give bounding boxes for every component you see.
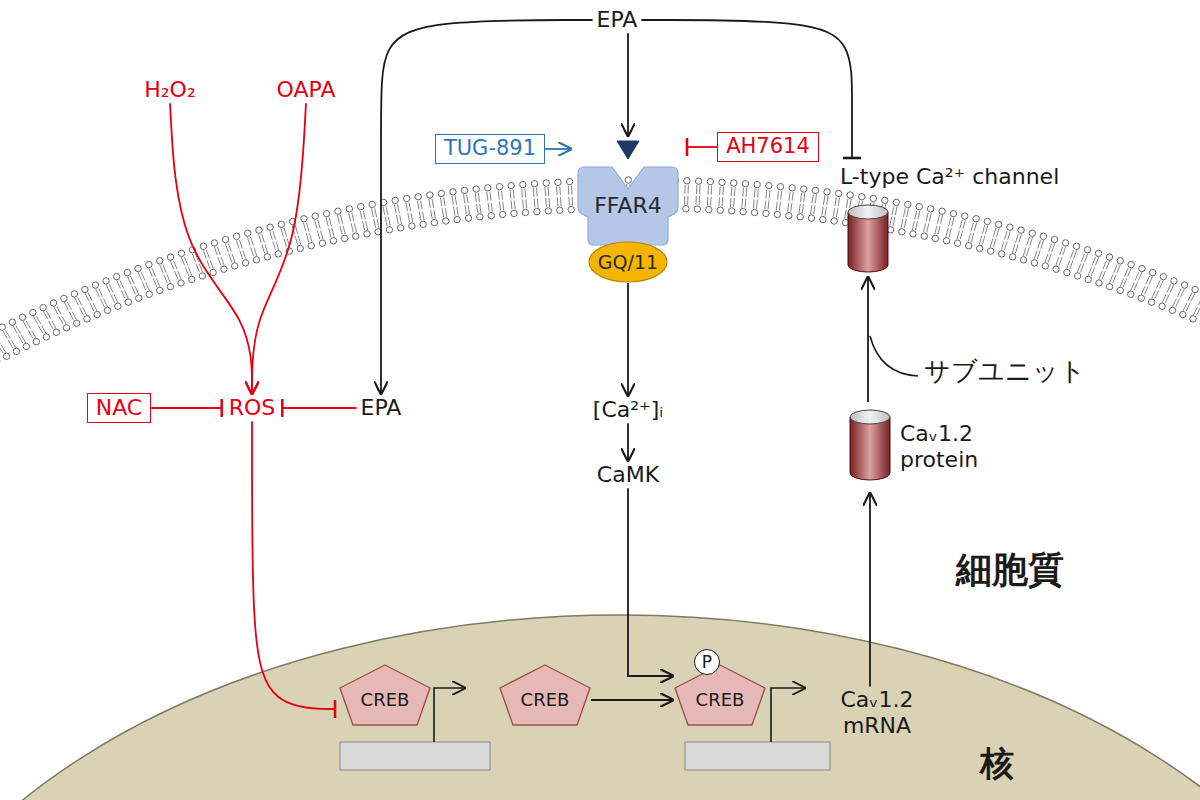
activation-arrow [867,276,869,402]
gene-bar [340,742,490,770]
node-text: TUG-891 [444,136,536,161]
node-text: AH7614 [726,134,810,159]
node-text: H₂O₂ [144,77,196,103]
receptor-shape: FFAR4 [572,137,684,245]
inhibition-line [151,407,221,409]
activation-arrow [627,283,629,397]
node-text: L-type Ca²⁺ channel [840,164,1059,190]
activation-arrow [627,423,629,462]
channel-cylinder [848,205,888,272]
inhibition-line [282,407,356,409]
ligand-label: EPA [593,7,642,33]
phospho-mark: P [694,649,720,675]
protein-cylinder [850,410,890,480]
antagonist-box: AH7614 [717,132,819,161]
creb-pentagon: CREB [674,664,766,726]
region-label: 細胞質 [956,548,1064,591]
agonist-box: TUG-891 [435,134,545,163]
ros-label: ROS [225,395,280,421]
creb-pentagon: CREB [499,664,591,726]
stimulus-label: OAPA [273,77,340,103]
node-text: ROS [229,395,276,421]
mrna-label: Caᵥ1.2 mRNA [834,687,920,740]
channel-label: L-type Ca²⁺ channel [838,158,1100,276]
node-text: FFAR4 [594,193,662,219]
node-text: GQ/11 [598,251,658,274]
inhibition-line [252,421,335,709]
nucleus-outline [0,615,1200,800]
creb-pentagon: CREB [339,664,431,726]
node-text: EPA [597,7,638,33]
nucleus-region: 核 CREB CREB CREB Caᵥ1.2 mRNA [0,615,1200,800]
subunit-label: サブユニット [924,356,1086,387]
inhibitor-box: NAC [87,393,151,423]
activation-arrow [545,148,572,150]
receptor-outline [572,137,684,245]
kinase-label: CaMK [593,462,663,488]
node-text: CREB [521,689,570,711]
node-text: CREB [696,689,745,711]
node-text: [Ca²⁺]ᵢ [593,397,663,423]
node-text: CaMK [597,462,659,488]
subunit-curve [870,336,918,376]
gene-bar [685,742,830,770]
node-text: OAPA [277,77,336,103]
stimulus-label: H₂O₂ [140,77,200,103]
activation-arrow [170,103,252,395]
activation-arrow [627,33,629,137]
protein-label: Caᵥ1.2 protein [848,402,998,492]
ligand-label: EPA [357,395,406,421]
activation-arrow [252,103,306,395]
inhibition-line [687,146,717,148]
transcription-arrow [771,688,806,742]
node-text: NAC [96,395,142,421]
activation-arrow [628,488,674,676]
node-text: 核 [980,743,1014,784]
activation-arrow [591,699,674,701]
node-text: CREB [361,689,410,711]
node-text: EPA [361,395,402,421]
g-protein-oval: GQ/11 [588,241,668,283]
activation-arrow [381,20,593,395]
calcium-label: [Ca²⁺]ᵢ [589,397,667,423]
activation-arrow [869,492,871,687]
node-text: Caᵥ1.2 protein [900,421,992,474]
node-text: Caᵥ1.2 mRNA [834,687,920,740]
transcription-arrow [434,688,466,742]
